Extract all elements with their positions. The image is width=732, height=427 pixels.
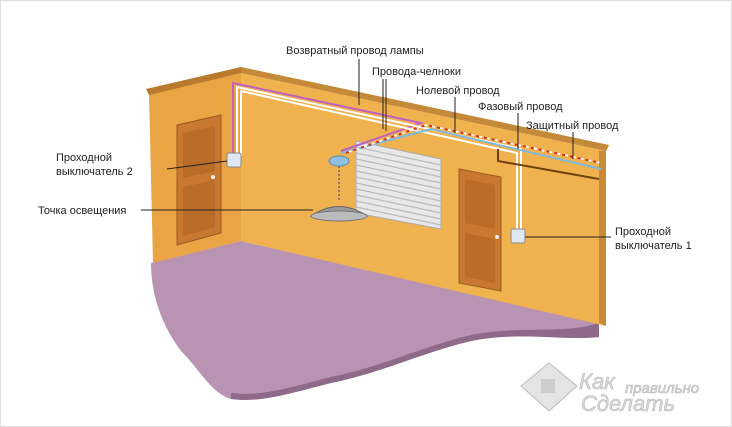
door-left — [176, 114, 222, 246]
logo-word3: Сделать — [581, 391, 675, 416]
floor — [151, 241, 599, 400]
shuttle-wire-2 — [240, 89, 518, 233]
wall-end — [599, 151, 606, 326]
wires — [232, 81, 602, 233]
label-neutral-wire: Нолевой провод — [416, 85, 500, 97]
logo-word1: Как — [579, 369, 616, 394]
switch-1 — [510, 228, 526, 244]
site-logo: Как правильно Сделать — [520, 362, 699, 416]
ground-wire — [497, 149, 600, 180]
label-phase-wire: Фазовый провод — [478, 101, 563, 113]
back-wall-top — [241, 67, 609, 151]
lamp — [309, 155, 369, 222]
label-switch1-line2: выключатель 1 — [615, 240, 692, 252]
left-wall-top — [146, 67, 241, 95]
label-switch2-line2: выключатель 2 — [56, 166, 133, 178]
shuttle-wire-1 — [236, 85, 522, 233]
window-blinds — [355, 140, 442, 230]
label-light-point: Точка освещения — [38, 205, 126, 217]
leader-lines — [141, 59, 611, 238]
label-shuttle-wires: Провода-челноки — [372, 66, 461, 78]
return-wire — [232, 81, 425, 156]
switch-2 — [226, 152, 242, 168]
logo-word2: правильно — [625, 380, 699, 397]
label-ground-wire: Защитный провод — [526, 120, 619, 132]
label-return-wire: Возвратный провод лампы — [286, 45, 424, 57]
phase-wire-white — [345, 123, 602, 164]
door-right — [458, 168, 502, 292]
label-switch2-line1: Проходной — [56, 152, 112, 164]
floor-edge — [231, 323, 599, 400]
label-switch1-line1: Проходной — [615, 226, 671, 238]
